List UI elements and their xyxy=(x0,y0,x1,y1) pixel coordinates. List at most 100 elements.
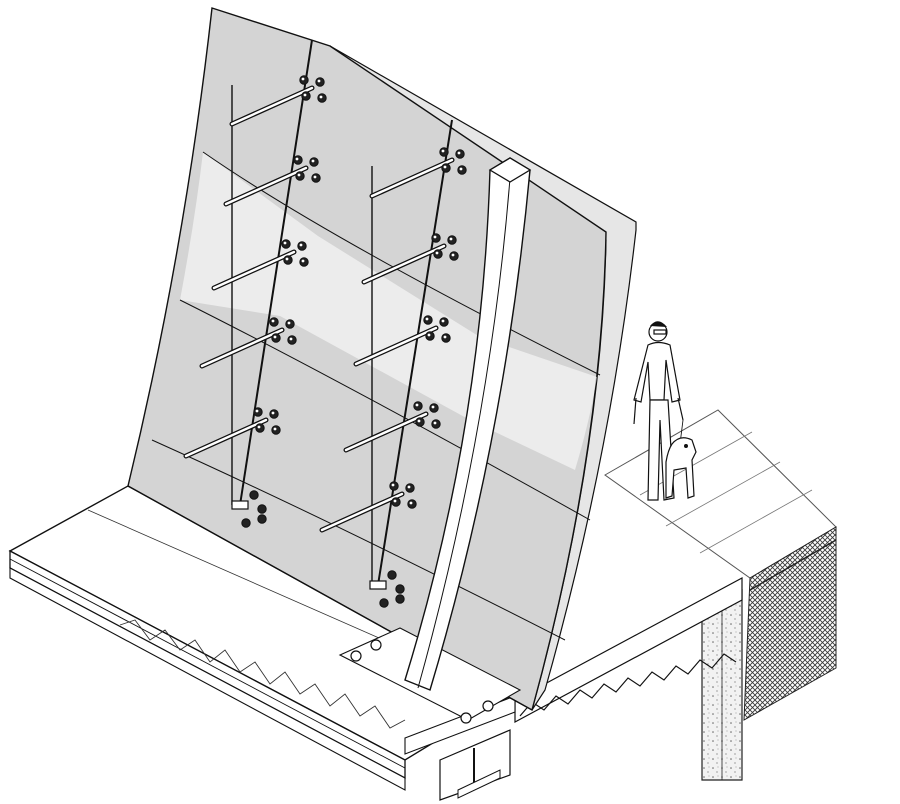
spider-fitting-bolt xyxy=(287,335,297,345)
tension-rod xyxy=(377,119,453,586)
bolt-highlight xyxy=(443,165,447,169)
anchor-bolt xyxy=(241,518,251,528)
spider-fitting-bolt xyxy=(311,173,321,183)
anchor-bolt xyxy=(257,514,267,524)
spider-fitting-bolt xyxy=(285,319,295,329)
spider-fitting-bolt xyxy=(441,333,451,343)
spider-fitting-bolt xyxy=(431,233,441,243)
rod-anchor xyxy=(231,500,249,510)
spider-fitting-bolt xyxy=(407,499,417,509)
spider-fitting-bolt xyxy=(455,149,465,159)
spider-fitting-bolt xyxy=(271,425,281,435)
anchor-bolt xyxy=(387,570,397,580)
strut-rod-highlight xyxy=(230,86,314,126)
rod-anchor xyxy=(369,580,387,590)
anchor-bolt xyxy=(249,490,259,500)
spider-fitting-bolt xyxy=(255,423,265,433)
foundation-wall xyxy=(701,588,743,781)
spider-fitting-bolt xyxy=(301,91,311,101)
bolt-highlight xyxy=(427,333,431,337)
bolt-highlight xyxy=(303,93,307,97)
bolt-highlight xyxy=(289,337,293,341)
bolt-highlight xyxy=(417,419,421,423)
bolt-highlight xyxy=(255,409,259,413)
bolt-highlight xyxy=(441,149,445,153)
spider-fitting-bolt xyxy=(415,417,425,427)
spider-fitting-bolt xyxy=(281,239,291,249)
bolt-highlight xyxy=(271,319,275,323)
spider-fitting-bolt xyxy=(299,75,309,85)
strut-rod-highlight xyxy=(212,250,296,290)
spider-fitting-bolt xyxy=(433,249,443,259)
bolt-highlight xyxy=(301,259,305,263)
spider-fitting-bolt xyxy=(297,241,307,251)
bolt-highlight xyxy=(299,243,303,247)
bolt-highlight xyxy=(431,405,435,409)
spider-fitting-bolt xyxy=(391,497,401,507)
spider-fitting-bolt xyxy=(441,163,451,173)
spider-fitting-bolt xyxy=(449,251,459,261)
scale-figure-dog xyxy=(665,419,697,499)
spider-fitting-bolt xyxy=(295,171,305,181)
open-web-joists xyxy=(514,576,743,724)
earth-fill xyxy=(743,526,837,721)
spider-fitting-bolt xyxy=(271,333,281,343)
bolt-highlight xyxy=(449,237,453,241)
spider-fitting-bolt xyxy=(389,481,399,491)
bolt-highlight xyxy=(285,257,289,261)
strut-rod-highlight xyxy=(354,326,438,366)
bolt-highlight xyxy=(283,241,287,245)
anchor-bolt xyxy=(257,504,267,514)
bolt-highlight xyxy=(319,95,323,99)
spider-fitting-bolt xyxy=(413,401,423,411)
bolt-highlight xyxy=(313,175,317,179)
bolt-highlight xyxy=(295,157,299,161)
spider-fitting-bolt xyxy=(447,235,457,245)
spider-fitting-bolt xyxy=(315,77,325,87)
bolt-highlight xyxy=(433,235,437,239)
tension-rods xyxy=(183,39,467,608)
strut-rod-highlight xyxy=(320,492,404,532)
spider-fitting-bolt xyxy=(253,407,263,417)
strut-rod-highlight xyxy=(200,328,284,368)
spider-fitting-bolt xyxy=(439,147,449,157)
bolt-highlight xyxy=(415,403,419,407)
bolt-highlight xyxy=(273,335,277,339)
spider-fitting-bolt xyxy=(283,255,293,265)
spider-fitting-bolt xyxy=(431,419,441,429)
bolt-highlight xyxy=(257,425,261,429)
strut-rod-highlight xyxy=(224,166,308,206)
bolt-highlight xyxy=(301,77,305,81)
bolt-highlight xyxy=(441,319,445,323)
spider-fitting-bolt xyxy=(317,93,327,103)
bolt-highlight xyxy=(425,317,429,321)
spider-fitting-bolt xyxy=(425,331,435,341)
spider-fitting-bolt xyxy=(269,409,279,419)
anchor-bolt xyxy=(395,584,405,594)
bolt-highlight xyxy=(435,251,439,255)
strut-rod-highlight xyxy=(362,244,446,284)
bolt-highlight xyxy=(393,499,397,503)
bolt-highlight xyxy=(317,79,321,83)
spider-fitting-bolt xyxy=(405,483,415,493)
floor-slab xyxy=(8,485,522,791)
bolt-highlight xyxy=(297,173,301,177)
spider-fitting-bolt xyxy=(269,317,279,327)
steel-hss-mullion xyxy=(404,157,532,691)
bolt-highlight xyxy=(311,159,315,163)
spider-fitting-bolt xyxy=(299,257,309,267)
spider-fitting-bolt xyxy=(429,403,439,413)
bolt-highlight xyxy=(391,483,395,487)
bolt-highlight xyxy=(273,427,277,431)
anchor-bolt xyxy=(395,594,405,604)
bolt-highlight xyxy=(409,501,413,505)
strut-rod-highlight xyxy=(344,412,428,452)
bolt-highlight xyxy=(407,485,411,489)
spider-fitting-bolt xyxy=(293,155,303,165)
spider-fitting-bolt xyxy=(439,317,449,327)
bolt-highlight xyxy=(433,421,437,425)
bolt-highlight xyxy=(451,253,455,257)
spider-fitting-bolt xyxy=(309,157,319,167)
